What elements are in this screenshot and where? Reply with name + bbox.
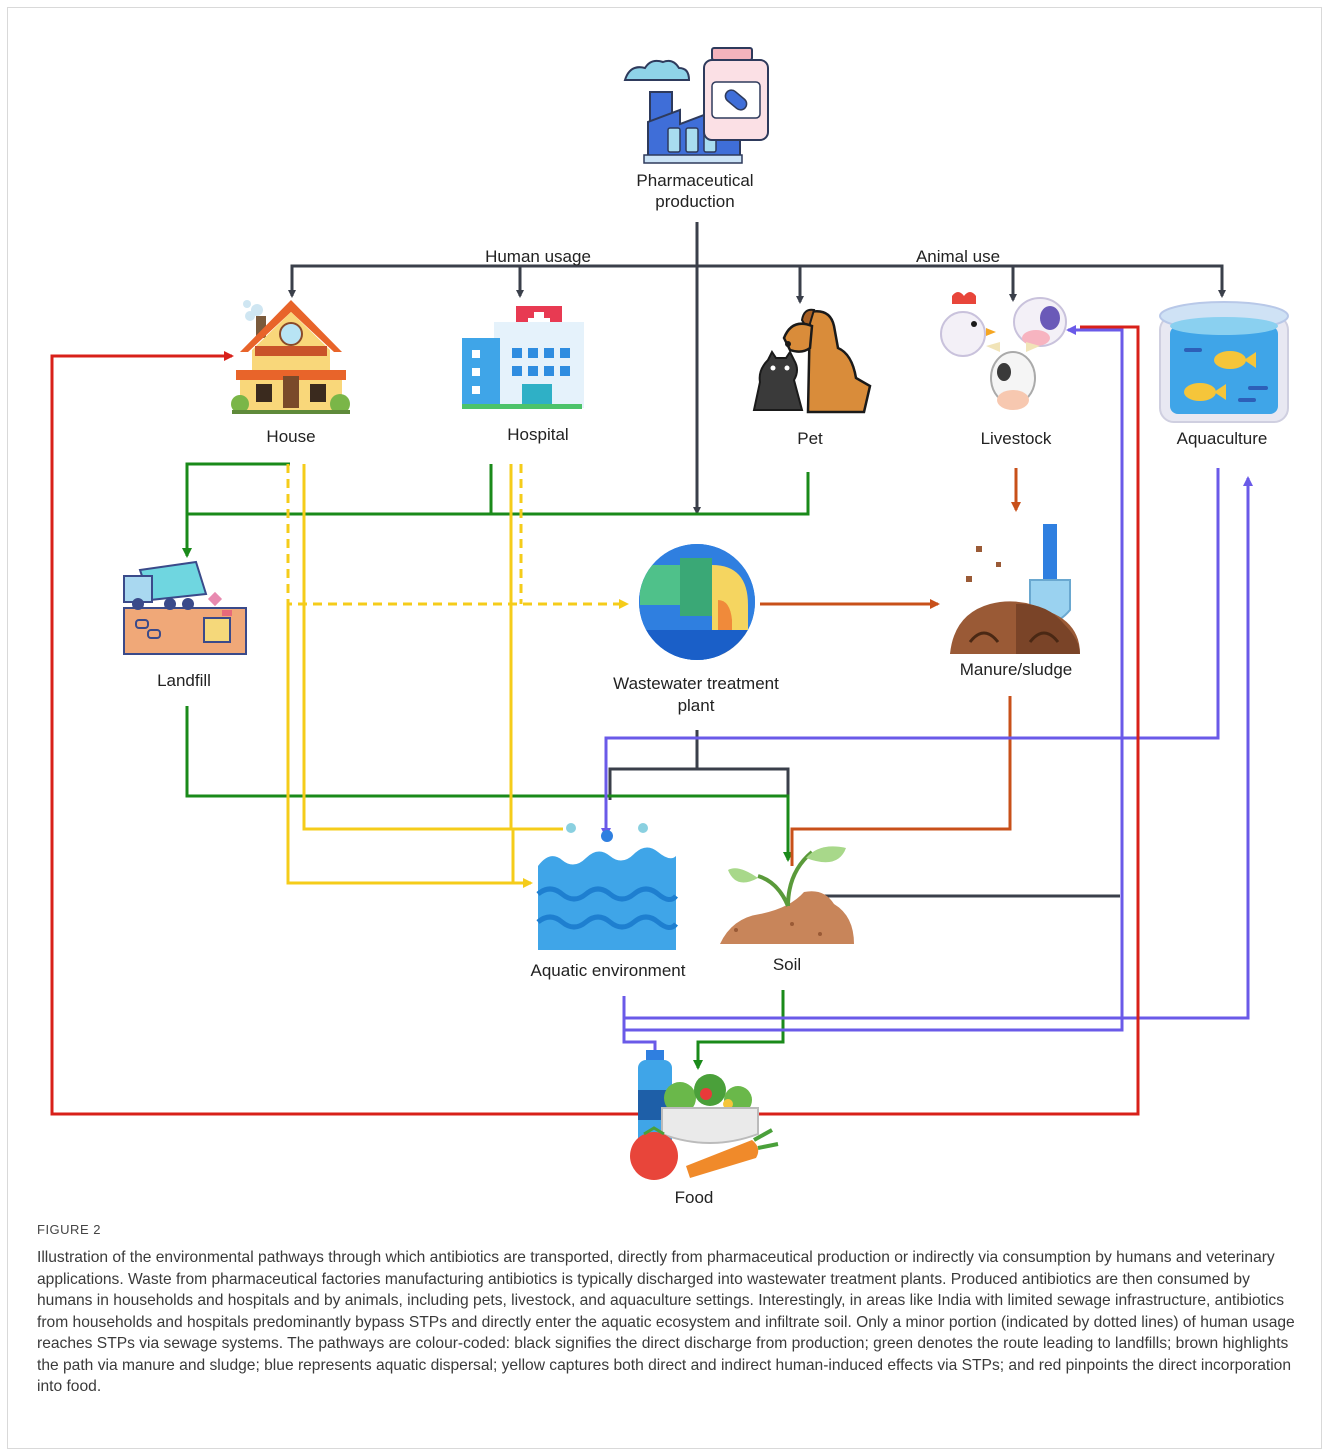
pharma-label-line2: production [655, 192, 734, 211]
landfill-label: Landfill [157, 671, 211, 690]
aquaculture-icon [1159, 301, 1289, 423]
pharma-label-line1: Pharmaceutical [636, 171, 753, 190]
food-label: Food [675, 1188, 714, 1207]
brown-pathways [760, 468, 1021, 866]
figure-number: FIGURE 2 [37, 1222, 101, 1237]
wwtp-icon [639, 544, 755, 660]
soil-label: Soil [773, 955, 801, 974]
hospital-icon [462, 306, 584, 409]
animal-use-label: Animal use [916, 247, 1000, 266]
figure-frame [7, 7, 1322, 1449]
blue-pathways [601, 325, 1253, 1062]
livestock-label: Livestock [981, 429, 1052, 448]
wwtp-label-line2: plant [678, 696, 715, 715]
pet-label: Pet [797, 429, 823, 448]
water-icon [536, 823, 678, 950]
livestock-icon [940, 292, 1067, 410]
food-icon [630, 1050, 779, 1180]
landfill-icon [123, 560, 247, 655]
pathway-diagram: Pharmaceutical production Human usage An… [50, 47, 1289, 1207]
figure-caption: FIGURE 2 Illustration of the environment… [37, 1222, 1297, 1398]
house-icon [231, 300, 350, 414]
red-pathways [50, 325, 1140, 1116]
caption-text: Illustration of the environmental pathwa… [37, 1249, 1295, 1395]
manure-label: Manure/sludge [960, 660, 1072, 679]
factory-icon [623, 47, 769, 164]
human-usage-label: Human usage [485, 247, 591, 266]
hospital-label: Hospital [507, 425, 568, 444]
aquatic-label: Aquatic environment [531, 961, 686, 980]
pet-icon [752, 308, 872, 414]
plant-icon [720, 846, 854, 944]
aquaculture-label: Aquaculture [1177, 429, 1268, 448]
house-label: House [266, 427, 315, 446]
wwtp-label-line1: Wastewater treatment [613, 674, 779, 693]
yellow-pathways [286, 464, 629, 888]
manure-icon [950, 524, 1080, 654]
